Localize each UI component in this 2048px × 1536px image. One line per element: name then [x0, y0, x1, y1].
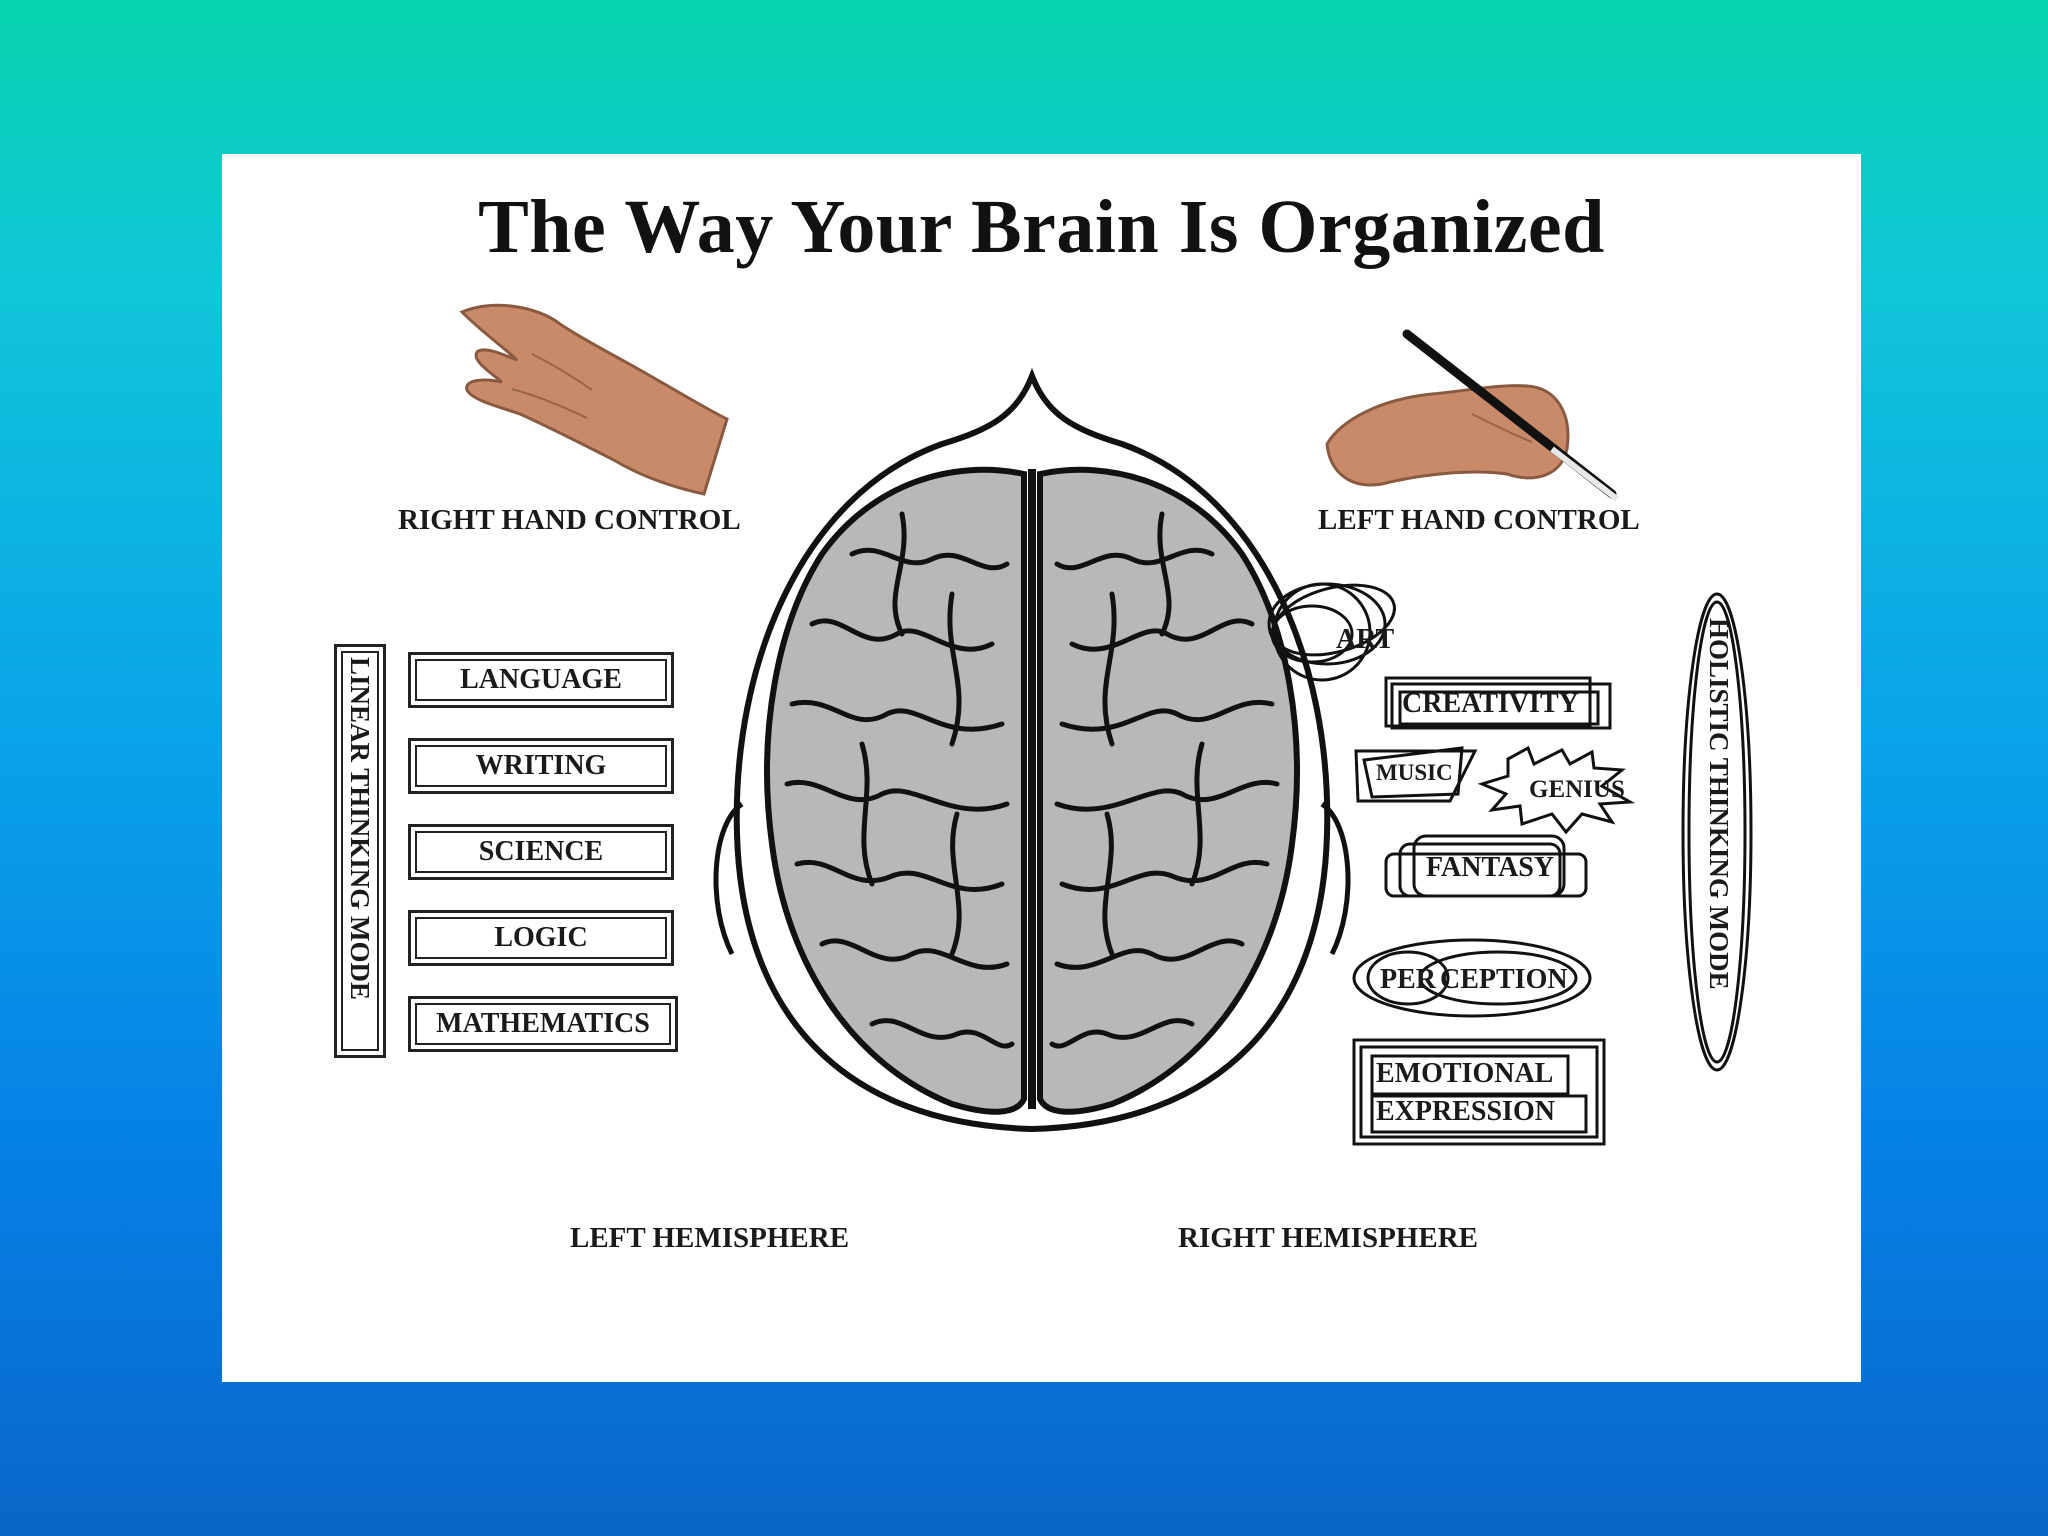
right-item-expression: EXPRESSION: [1376, 1096, 1555, 1127]
right-item-emotional: EMOTIONAL: [1376, 1058, 1554, 1089]
right-item-perception-part-b: CEPTION: [1440, 964, 1568, 995]
linear-thinking-mode-frame: [334, 644, 386, 1058]
left-hemisphere-label: LEFT HEMISPHERE: [570, 1222, 850, 1254]
diagram-title: The Way Your Brain Is Organized: [478, 185, 1605, 269]
left-item-language: LANGUAGE: [408, 652, 674, 708]
right-hemisphere-label: RIGHT HEMISPHERE: [1178, 1222, 1478, 1254]
left-item-mathematics: MATHEMATICS: [408, 996, 678, 1052]
left-item-logic: LOGIC: [408, 910, 674, 966]
left-item-writing: WRITING: [408, 738, 674, 794]
right-item-creativity: CREATIVITY: [1402, 688, 1579, 719]
linear-thinking-mode-label: LINEAR THINKING MODE: [345, 657, 375, 1001]
right-item-art: ART: [1336, 624, 1395, 655]
right-ear: [1320, 801, 1351, 956]
left-hand-with-pen-illustration: [1325, 329, 1619, 502]
left-hand-control-label: LEFT HAND CONTROL: [1318, 504, 1640, 536]
holistic-thinking-mode-label: HOLISTIC THINKING MODE: [1704, 618, 1734, 990]
right-item-fantasy: FANTASY: [1426, 852, 1555, 883]
diagram-slide: The Way Your Brain Is Organized RIGHT HA…: [222, 154, 1861, 1382]
brain-top-view-illustration: [713, 367, 1351, 1133]
right-side-shapes: [1267, 582, 1753, 1146]
right-item-music: MUSIC: [1376, 760, 1453, 785]
right-item-perception-part-a: PER: [1380, 964, 1436, 995]
right-hand-illustration: [459, 303, 729, 496]
left-ear: [713, 801, 744, 956]
right-hand-control-label: RIGHT HAND CONTROL: [398, 504, 741, 536]
right-item-genius: GENIUS: [1529, 776, 1625, 803]
left-item-science: SCIENCE: [408, 824, 674, 880]
